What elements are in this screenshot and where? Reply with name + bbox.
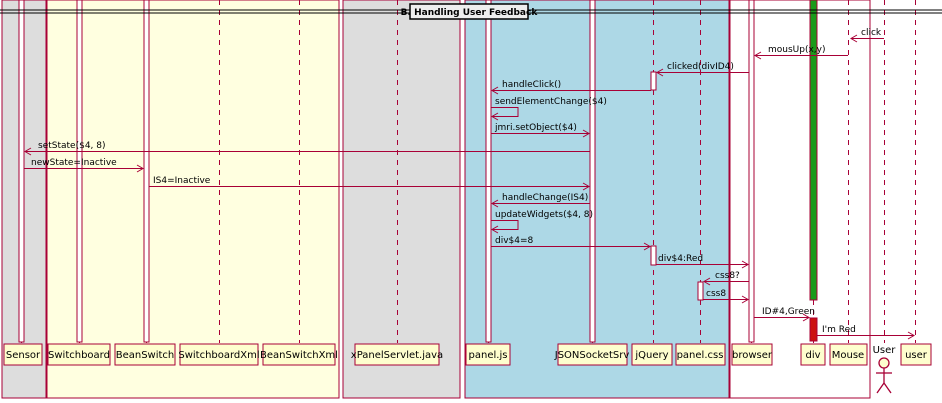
- participant-box-beanswitch: [114, 343, 176, 366]
- message-handlechange-arrowhead: [491, 199, 499, 208]
- message-mouseup-arrowhead: [754, 51, 762, 60]
- message-label-handleclick: handleClick(): [502, 80, 561, 90]
- message-updatewidgets-line: [491, 220, 519, 230]
- group-box-switchboard: [46, 0, 340, 399]
- participant-box-div: [800, 343, 826, 366]
- participant-label-user-actor: User: [873, 345, 897, 356]
- message-label-div48: div$4=8: [495, 236, 534, 246]
- participant-box-paneljs: [465, 343, 511, 366]
- participant-label-switchboardxml: SwitchboardXml: [178, 350, 259, 361]
- participant-box-browser: [731, 343, 773, 366]
- user-actor-icon: [876, 357, 892, 394]
- message-imred-arrowhead: [907, 331, 915, 340]
- message-div4red-arrowhead: [741, 260, 749, 269]
- participant-box-sensor: [3, 343, 43, 366]
- activation-switchboard: [76, 0, 83, 343]
- participant-box-jquery: [631, 343, 673, 366]
- diagram-title: B. Handling User Feedback: [401, 8, 539, 18]
- participant-label-mouse: Mouse: [832, 350, 864, 361]
- participant-label-paneljs: panel.js: [469, 350, 508, 361]
- message-label-id4green: ID#4,Green: [762, 307, 815, 317]
- participant-label-sensor: Sensor: [6, 350, 41, 361]
- message-label-css8: css8: [706, 289, 726, 299]
- message-sendelementchange-line: [491, 107, 519, 117]
- activation-div-red: [809, 317, 818, 342]
- message-label-imred: I'm Red: [822, 325, 856, 335]
- activation-jquery-1: [650, 71, 657, 91]
- participant-box-beanswitchxml: [262, 343, 336, 366]
- activation-div-green: [809, 0, 818, 301]
- message-updatewidgets-arrowhead: [491, 225, 499, 234]
- message-label-click: click: [861, 28, 882, 38]
- message-click-arrowhead: [850, 34, 858, 43]
- activations: [18, 0, 818, 343]
- participant-label-beanswitchxml: BeanSwitchXml: [260, 350, 338, 361]
- message-sendelementchange-arrowhead: [491, 112, 499, 121]
- message-setstate-arrowhead: [24, 147, 32, 156]
- participant-box-panelcss: [675, 343, 726, 366]
- message-label-updatewidgets: updateWidgets($4, 8): [495, 210, 593, 220]
- participant-box-switchboard: [47, 343, 111, 366]
- participant-box-mouse: [829, 343, 868, 366]
- message-label-mouseup: mousUp(x,y): [768, 45, 826, 55]
- participant-label-browser: browser: [732, 350, 773, 361]
- message-labels: click mousUp(x,y) clicked(divID4) handle…: [31, 28, 882, 335]
- participant-label-panelcss: panel.css: [677, 350, 724, 361]
- activation-sensor: [18, 0, 25, 343]
- participant-box-xpanelservlet: [354, 343, 440, 366]
- title-box: [409, 3, 529, 20]
- participant-label-beanswitch: BeanSwitch: [116, 350, 175, 361]
- participant-label-jsonsocketsrv: JSONSocketSrv: [554, 350, 630, 361]
- participants: [3, 343, 932, 366]
- participant-label-div: div: [805, 350, 820, 361]
- message-css8-arrowhead: [741, 295, 749, 304]
- message-label-clicked: clicked(divID4): [667, 62, 734, 72]
- message-label-is4: IS4=Inactive: [153, 176, 211, 186]
- activation-beanswitch: [143, 0, 150, 343]
- activation-jsonsocketsrv: [589, 0, 596, 343]
- message-setobject-arrowhead: [582, 129, 590, 138]
- message-label-css8q: css8?: [715, 271, 740, 281]
- message-newstate-arrowhead: [136, 164, 144, 173]
- participant-box-user: [900, 343, 932, 366]
- message-css8q-arrowhead: [703, 277, 711, 286]
- message-label-div4red: div$4:Red: [658, 254, 703, 264]
- participant-label-xpanelservlet: xPanelServlet.java: [351, 350, 443, 361]
- messages: [24, 34, 915, 340]
- message-label-setstate: setState($4, 8): [38, 141, 106, 151]
- message-label-setobject: jmri.setObject($4): [494, 123, 577, 133]
- message-id4green-arrowhead: [802, 313, 810, 322]
- participant-box-jsonsocketsrv: [557, 343, 628, 366]
- participant-label-jquery: jQuery: [634, 350, 668, 361]
- message-handleclick-arrowhead: [491, 86, 499, 95]
- activation-panelcss: [697, 281, 704, 301]
- group-box-web: [464, 0, 730, 399]
- message-label-sendelementchange: sendElementChange($4): [495, 97, 607, 107]
- message-label-newstate: newState=Inactive: [31, 158, 117, 168]
- message-clicked-arrowhead: [656, 68, 664, 77]
- message-is4-arrowhead: [582, 182, 590, 191]
- activation-jquery-2: [650, 245, 657, 266]
- message-label-handlechange: handleChange(IS4): [502, 193, 588, 203]
- participant-label-switchboard: Switchboard: [48, 350, 110, 361]
- group-box-servlet: [342, 0, 461, 399]
- participant-label-user: user: [905, 350, 928, 361]
- activation-paneljs: [485, 0, 492, 343]
- activation-browser: [748, 0, 755, 343]
- participant-labels: Sensor Switchboard BeanSwitch Switchboar…: [6, 345, 928, 361]
- participant-box-switchboardxml: [179, 343, 259, 366]
- message-div48-arrowhead: [643, 242, 651, 251]
